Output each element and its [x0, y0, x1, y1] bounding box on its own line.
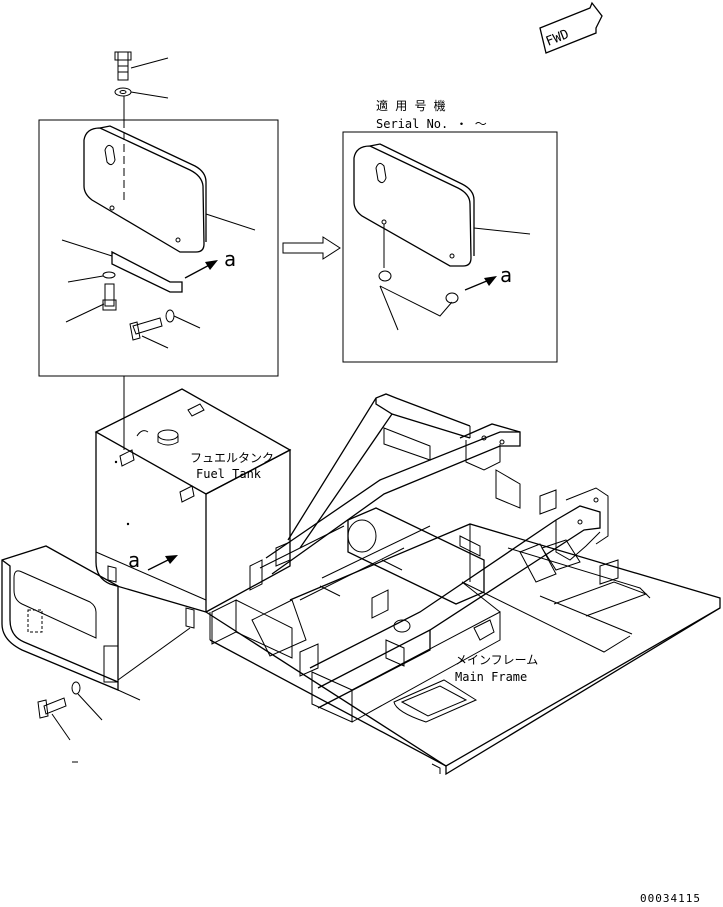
- transition-arrow: [282, 236, 341, 260]
- view-arrow-left: a: [184, 247, 236, 279]
- bracket-washer: [67, 271, 116, 283]
- main-frame-label-en: Main Frame: [455, 670, 527, 684]
- side-washer: [165, 309, 201, 329]
- side-cover-washer: [71, 681, 103, 721]
- tank-cover-right: [353, 143, 531, 267]
- view-label-left: a: [224, 247, 236, 271]
- cover-washer: [114, 87, 169, 99]
- view-label-right: a: [500, 263, 512, 287]
- bracket: [61, 239, 183, 293]
- serial-label-jp: 適 用 号 機: [376, 98, 446, 113]
- bracket-bolt: [65, 283, 117, 323]
- view-arrow-right: a: [464, 263, 512, 291]
- fuel-tank-label-jp: フュエルタンク: [190, 451, 274, 465]
- fuel-tank-label-en: Fuel Tank: [196, 467, 262, 481]
- side-cover-bolt: [37, 697, 78, 763]
- detail-box-right: [342, 131, 558, 363]
- figure-number: 00034115: [640, 892, 701, 905]
- main-frame: [205, 393, 721, 776]
- side-cover: [1, 545, 191, 701]
- fwd-label: FWD: [544, 27, 572, 50]
- cover-bolt: [114, 51, 169, 81]
- serial-label-en: Serial No. ・ ～: [376, 117, 487, 131]
- rivet-clips: [378, 224, 459, 331]
- fuel-tank: a: [94, 388, 292, 629]
- view-label-tank: a: [128, 548, 140, 572]
- main-frame-label-jp: メインフレーム: [455, 653, 538, 667]
- tank-cover-left: [83, 125, 256, 253]
- fwd-arrow: FWD: [539, 1, 603, 54]
- detail-box-left: [38, 119, 279, 377]
- side-bolt: [129, 317, 169, 349]
